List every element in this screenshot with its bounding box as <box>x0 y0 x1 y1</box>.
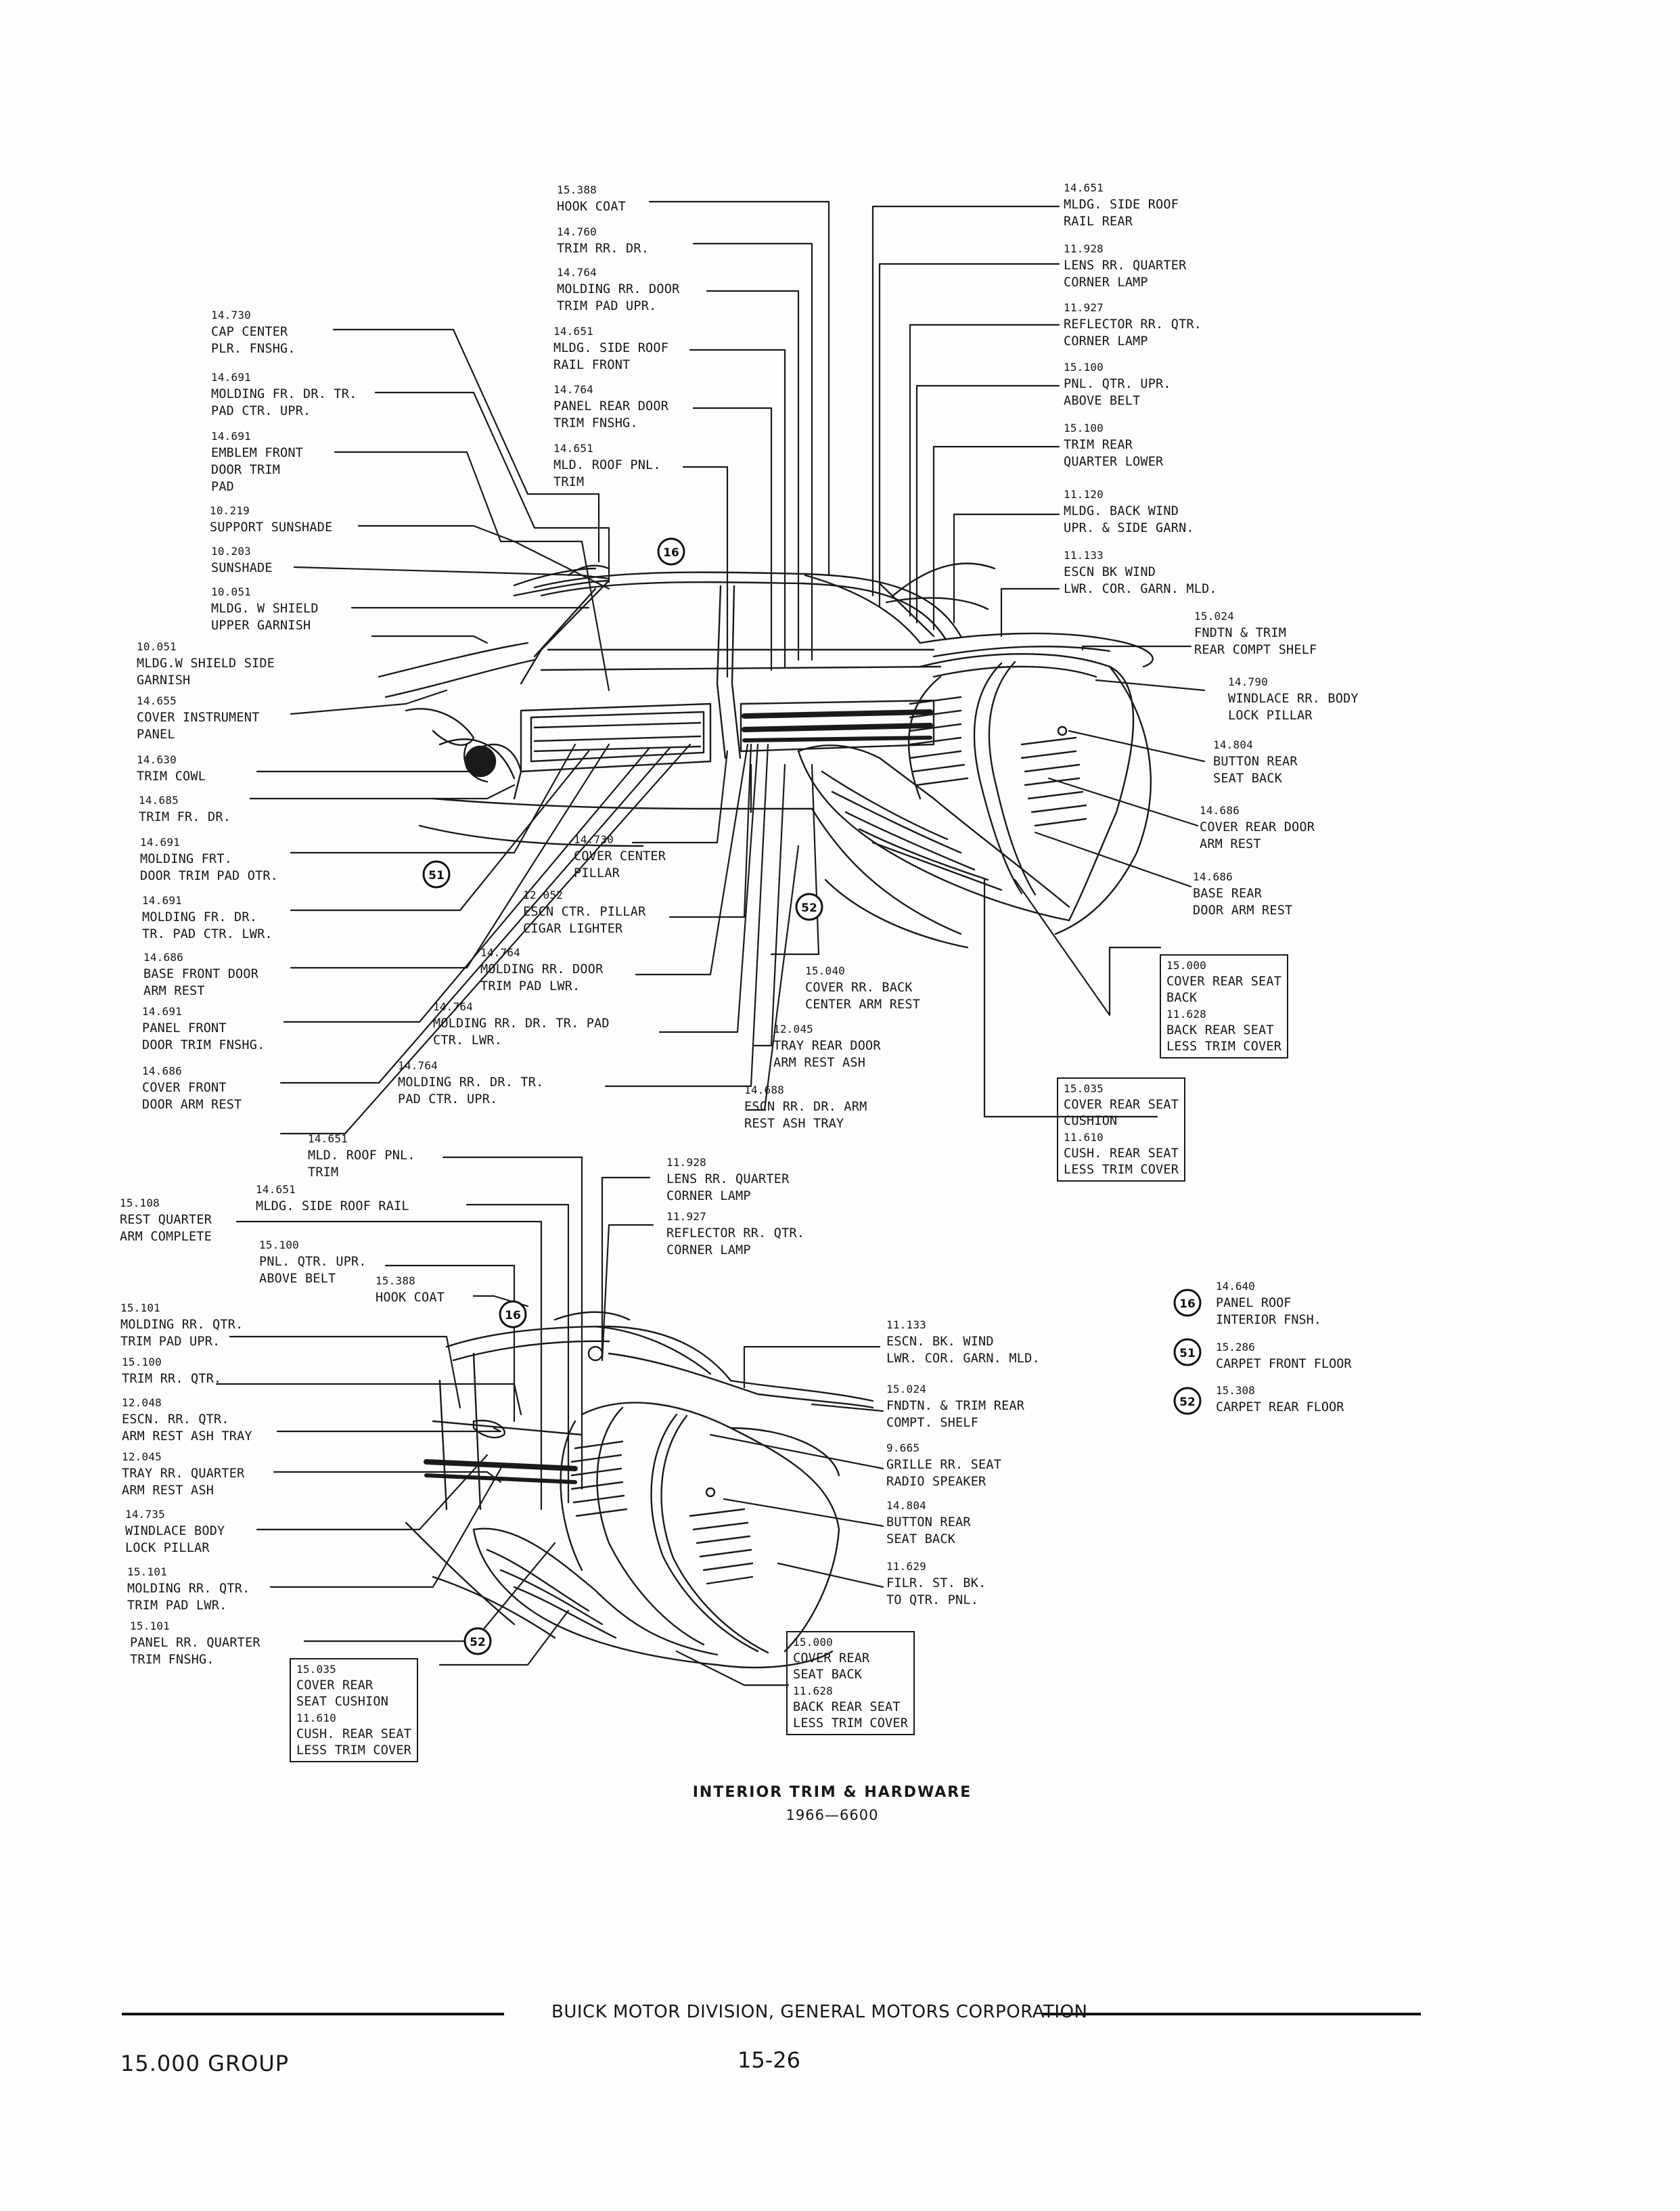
marker-52-lower: 52 <box>463 1627 492 1655</box>
footer-page-number: 15-26 <box>737 2047 800 2073</box>
footer-division: BUICK MOTOR DIVISION, GENERAL MOTORS COR… <box>551 2002 1088 2022</box>
footer-rule-right <box>1042 2013 1421 2015</box>
svg-text:51: 51 <box>428 869 445 883</box>
circle-markers: 16 51 52 16 52 <box>422 537 823 1655</box>
marker-51-upper: 51 <box>422 860 451 889</box>
marker-16-upper: 16 <box>657 537 685 566</box>
marker-52-upper: 52 <box>795 893 823 921</box>
svg-text:51: 51 <box>1179 1347 1196 1360</box>
svg-text:52: 52 <box>1179 1395 1196 1409</box>
upper-leader-lines <box>249 200 1206 1135</box>
legend-markers: 16 51 52 <box>1173 1289 1202 1415</box>
svg-text:52: 52 <box>470 1636 486 1649</box>
figure-caption-title: INTERIOR TRIM & HARDWARE <box>692 1784 972 1801</box>
svg-text:16: 16 <box>663 546 679 560</box>
marker-16-lower: 16 <box>499 1300 527 1328</box>
svg-text:16: 16 <box>505 1309 521 1322</box>
legend-marker-51: 51 <box>1173 1338 1202 1366</box>
footer-group: 15.000 GROUP <box>120 2051 290 2076</box>
svg-text:16: 16 <box>1179 1297 1196 1311</box>
svg-text:52: 52 <box>801 901 817 915</box>
upper-car-illustration <box>378 562 1154 949</box>
lower-car-illustration <box>405 725 1068 1669</box>
legend-marker-52: 52 <box>1173 1387 1202 1415</box>
footer-rule-left <box>122 2013 504 2015</box>
legend-marker-16: 16 <box>1173 1289 1202 1317</box>
figure-caption-code: 1966—6600 <box>786 1807 879 1823</box>
